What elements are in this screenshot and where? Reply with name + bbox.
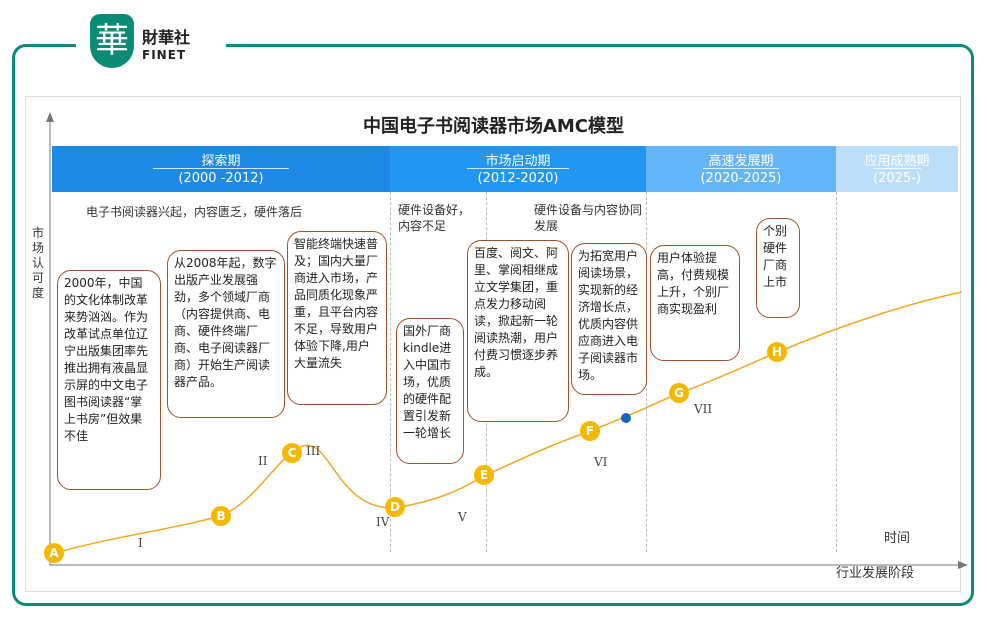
phase-VI: VI: [594, 455, 608, 469]
point-C: C: [282, 443, 302, 463]
x-axis-arrow-icon: [958, 561, 968, 569]
callout-D: 国外厂商kindle进入中国市场，优质的硬件配置引发新一轮增长: [396, 318, 464, 464]
note-exploration: 电子书阅读器兴起，内容匮乏，硬件落后: [86, 205, 303, 219]
callout-A: 2000年，中国的文化体制改革来势汹汹。作为改革试点单位辽宁出版集团率先推出拥有…: [57, 270, 161, 490]
stage-years: (2012-2020): [477, 171, 559, 186]
stage-years: (2025-): [873, 171, 921, 186]
stage-name: 高速发展期: [708, 154, 774, 169]
phase-III: III: [306, 444, 321, 458]
stage-divider: [390, 192, 391, 552]
x-axis-label: 行业发展阶段: [836, 566, 915, 581]
phase-I: I: [138, 536, 143, 550]
point-G: G: [669, 383, 689, 403]
stage-name: 探索期: [201, 154, 241, 169]
blue-dot-marker: [621, 413, 631, 423]
point-A: A: [44, 543, 64, 563]
callout-H: 个别硬件厂商上市: [756, 218, 800, 318]
phase-V: V: [458, 510, 467, 524]
note-launch-synergy: 硬件设备与内容协同发展: [534, 203, 643, 233]
note-launch-hardware: 硬件设备好，内容不足: [398, 203, 471, 233]
time-label: 时间: [884, 531, 911, 546]
phase-VII: VII: [694, 402, 713, 416]
stage-header-mature: 应用成熟期 (2025-): [836, 146, 958, 192]
callout-F: 为拓宽用户阅读场景，实现新的经济增长点，优质内容供应商进入电子阅读器市场。: [571, 243, 647, 395]
stage-header-growth: 高速发展期 (2020-2025): [646, 146, 836, 192]
phase-II: II: [258, 454, 268, 468]
stage-years: (2020-2025): [700, 171, 782, 186]
logo-chinese-name: 財華社: [142, 28, 191, 47]
y-axis-arrow-icon: [46, 112, 54, 122]
diagram-title: 中国电子书阅读器市场AMC模型: [362, 116, 625, 137]
phase-IV: IV: [376, 515, 390, 529]
callout-E: 百度、阅文、阿里、掌阅相继成立文学集团，重点发力移动阅读，掀起新一轮阅读热潮，用…: [467, 240, 569, 422]
stage-header-exploration: 探索期 (2000 -2012): [52, 146, 390, 192]
logo-mark-icon: 華: [90, 14, 134, 68]
point-H: H: [767, 342, 787, 362]
point-B: B: [211, 506, 231, 526]
stage-years: (2000 -2012): [178, 171, 264, 186]
point-E: E: [474, 465, 494, 485]
stage-name: 市场启动期: [485, 154, 551, 169]
y-axis-label: 市场认可度: [32, 226, 45, 300]
callout-G: 用户体验提高，付费规模上升，个别厂商实现盈利: [650, 245, 740, 361]
logo-english-name: FINET: [142, 48, 187, 62]
outer-frame: [12, 44, 974, 606]
stage-header-launch: 市场启动期 (2012-2020): [390, 146, 646, 192]
stage-divider: [836, 192, 837, 552]
point-D: D: [385, 497, 405, 517]
callout-C: 智能终端快速普及；国内大量厂商进入市场，产品同质化现象严重，且平台内容不足，导致…: [287, 231, 387, 405]
finet-logo: 華 財華社 FINET: [76, 10, 226, 72]
callout-B: 从2008年起，数字出版产业发展强劲，多个领域厂商（内容提供商、电商、硬件终端厂…: [167, 250, 285, 418]
stage-name: 应用成熟期: [864, 154, 930, 169]
point-F: F: [580, 421, 600, 441]
